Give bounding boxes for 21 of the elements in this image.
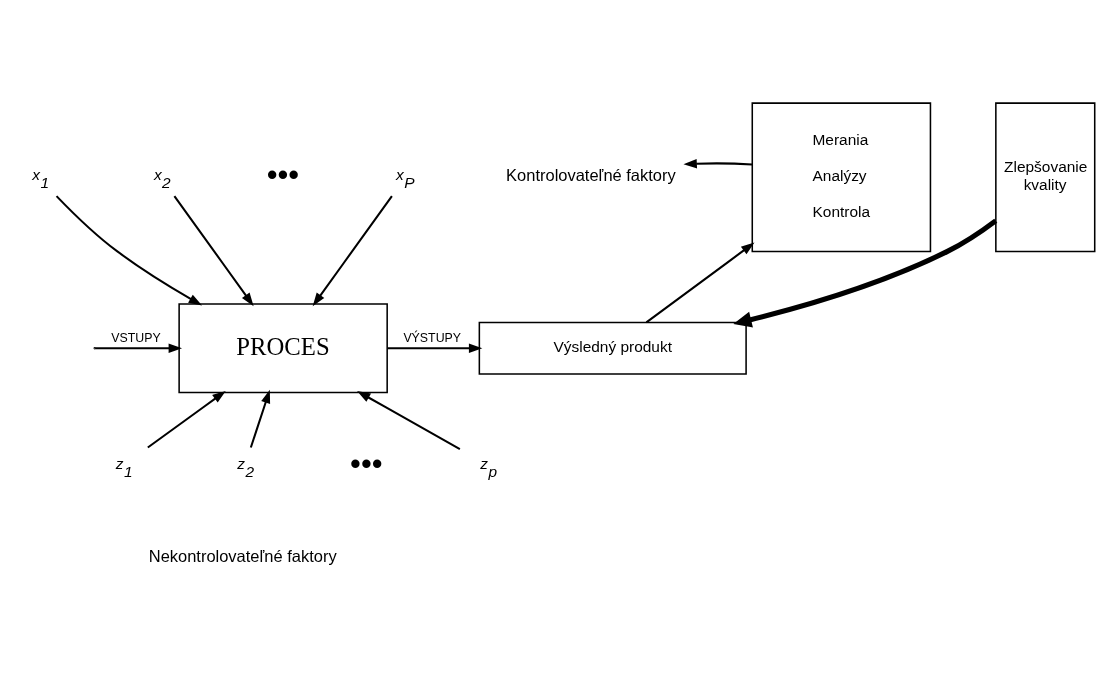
node-box: Merania Analýzy Kontrola — [751, 101, 932, 252]
arrow — [312, 194, 393, 306]
node-text: Kontrolovateľné faktory — [506, 165, 676, 184]
node-box: Výsledný produkt — [478, 321, 747, 375]
arrow — [645, 241, 755, 323]
arrow — [147, 390, 226, 448]
arrow — [173, 194, 254, 306]
node-box: PROCES — [178, 302, 388, 393]
edge-label: VSTUPY — [111, 330, 161, 345]
edge-label: VÝSTUPY — [403, 330, 462, 345]
label: ••• — [350, 445, 383, 481]
node-box: Zlepšovanie kvality — [995, 101, 1096, 252]
arrow — [357, 390, 461, 450]
arrow — [683, 158, 753, 168]
arrow — [387, 343, 483, 353]
arrow — [733, 218, 998, 327]
arrow — [95, 343, 183, 353]
arrow — [249, 389, 271, 448]
label: Nekontrolovateľné faktory — [148, 546, 337, 565]
label: ••• — [266, 156, 300, 192]
arrow — [55, 194, 203, 305]
